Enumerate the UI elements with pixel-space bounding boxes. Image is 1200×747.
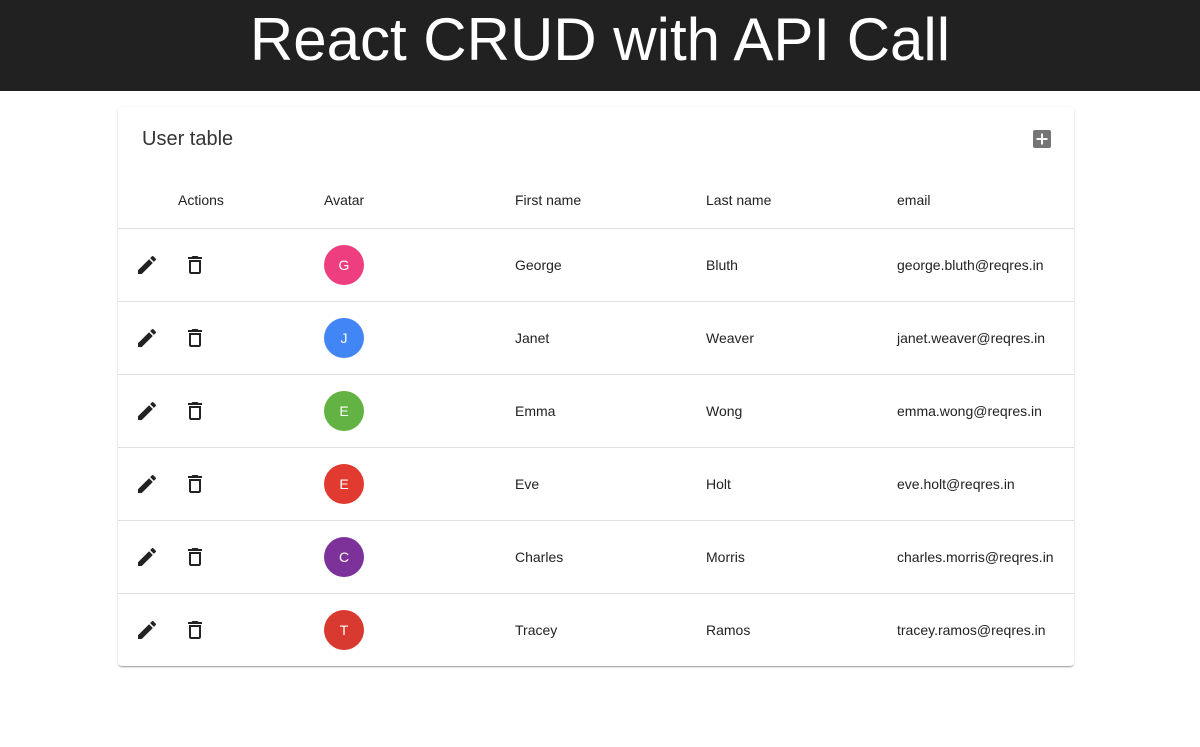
delete-button[interactable] <box>183 545 207 569</box>
delete-button[interactable] <box>183 326 207 350</box>
pencil-icon <box>138 620 157 639</box>
avatar: E <box>324 391 364 431</box>
column-header-avatar[interactable]: Avatar <box>324 171 515 229</box>
user-table: Actions Avatar First name Last name emai… <box>118 171 1074 666</box>
email-cell: eve.holt@reqres.in <box>897 447 1074 521</box>
pencil-icon <box>138 328 157 347</box>
email-cell: charles.morris@reqres.in <box>897 520 1074 594</box>
page-title: React CRUD with API Call <box>249 5 951 73</box>
delete-button[interactable] <box>183 472 207 496</box>
actions-cell <box>118 228 324 302</box>
edit-button[interactable] <box>135 545 159 569</box>
table-title: User table <box>142 127 234 150</box>
actions-cell <box>118 447 324 521</box>
plus-box-icon <box>1033 130 1051 148</box>
email-cell: tracey.ramos@reqres.in <box>897 622 1046 638</box>
avatar-cell: E <box>324 447 515 521</box>
table-row: C Charles Morris charles.morris@reqres.i… <box>118 520 1074 594</box>
actions-cell <box>118 594 324 667</box>
delete-button[interactable] <box>183 253 207 277</box>
table-row: T Tracey Ramos tracey.ramos@reqres.in <box>118 594 1074 667</box>
avatar-initial: E <box>339 476 349 492</box>
avatar-cell: G <box>324 228 515 302</box>
pencil-icon <box>138 401 157 420</box>
column-header-first-name[interactable]: First name <box>515 171 706 229</box>
pencil-icon <box>138 255 157 274</box>
trash-icon <box>188 621 202 639</box>
avatar-initial: C <box>338 549 350 565</box>
trash-icon <box>188 548 202 566</box>
last-name-cell: Morris <box>706 520 897 594</box>
avatar-cell: E <box>324 374 515 448</box>
avatar-cell: T <box>324 594 515 667</box>
email-cell: janet.weaver@reqres.in <box>897 301 1074 375</box>
edit-button[interactable] <box>135 618 159 642</box>
first-name-cell: Janet <box>515 301 706 375</box>
edit-button[interactable] <box>135 472 159 496</box>
pencil-icon <box>138 547 157 566</box>
last-name-cell: Ramos <box>706 622 751 638</box>
last-name-cell: Weaver <box>706 301 897 375</box>
add-user-button[interactable] <box>1030 127 1054 151</box>
avatar-cell: C <box>324 520 515 594</box>
first-name-cell: Eve <box>515 447 706 521</box>
actions-cell <box>118 520 324 594</box>
table-row: E Emma Wong emma.wong@reqres.in <box>118 374 1074 448</box>
table-row: J Janet Weaver janet.weaver@reqres.in <box>118 301 1074 375</box>
avatar: E <box>324 464 364 504</box>
delete-button[interactable] <box>183 618 207 642</box>
avatar: C <box>324 537 364 577</box>
avatar: G <box>324 245 364 285</box>
avatar-initial: G <box>338 257 350 273</box>
delete-button[interactable] <box>183 399 207 423</box>
avatar-initial: J <box>340 330 348 346</box>
avatar: J <box>324 318 364 358</box>
edit-button[interactable] <box>135 326 159 350</box>
column-header-actions[interactable]: Actions <box>118 171 324 229</box>
pencil-icon <box>138 474 157 493</box>
last-name-cell: Bluth <box>706 228 897 302</box>
first-name-cell: Emma <box>515 374 706 448</box>
trash-icon <box>188 475 202 493</box>
first-name-cell: Charles <box>515 520 706 594</box>
trash-icon <box>188 256 202 274</box>
table-row: E Eve Holt eve.holt@reqres.in <box>118 447 1074 521</box>
trash-icon <box>188 329 202 347</box>
last-name-cell: Wong <box>706 374 897 448</box>
app-header: React CRUD with API Call <box>0 0 1200 91</box>
avatar: T <box>324 610 364 650</box>
first-name-cell: George <box>515 228 706 302</box>
column-header-last-name[interactable]: Last name <box>706 171 897 229</box>
actions-cell <box>118 301 324 375</box>
email-cell: george.bluth@reqres.in <box>897 228 1074 302</box>
edit-button[interactable] <box>135 399 159 423</box>
avatar-initial: E <box>339 403 349 419</box>
actions-cell <box>118 374 324 448</box>
column-header-email[interactable]: email <box>897 171 1074 229</box>
table-header-row: Actions Avatar First name Last name emai… <box>118 171 1074 229</box>
table-row: G George Bluth george.bluth@reqres.in <box>118 228 1074 302</box>
edit-button[interactable] <box>135 253 159 277</box>
table-toolbar: User table <box>118 107 1074 171</box>
avatar-initial: T <box>339 622 349 638</box>
last-name-cell: Holt <box>706 447 897 521</box>
email-cell: emma.wong@reqres.in <box>897 374 1074 448</box>
avatar-cell: J <box>324 301 515 375</box>
user-table-card: User table Actions Avatar First name Las… <box>118 107 1074 666</box>
first-name-cell: Tracey <box>515 622 558 638</box>
trash-icon <box>188 402 202 420</box>
